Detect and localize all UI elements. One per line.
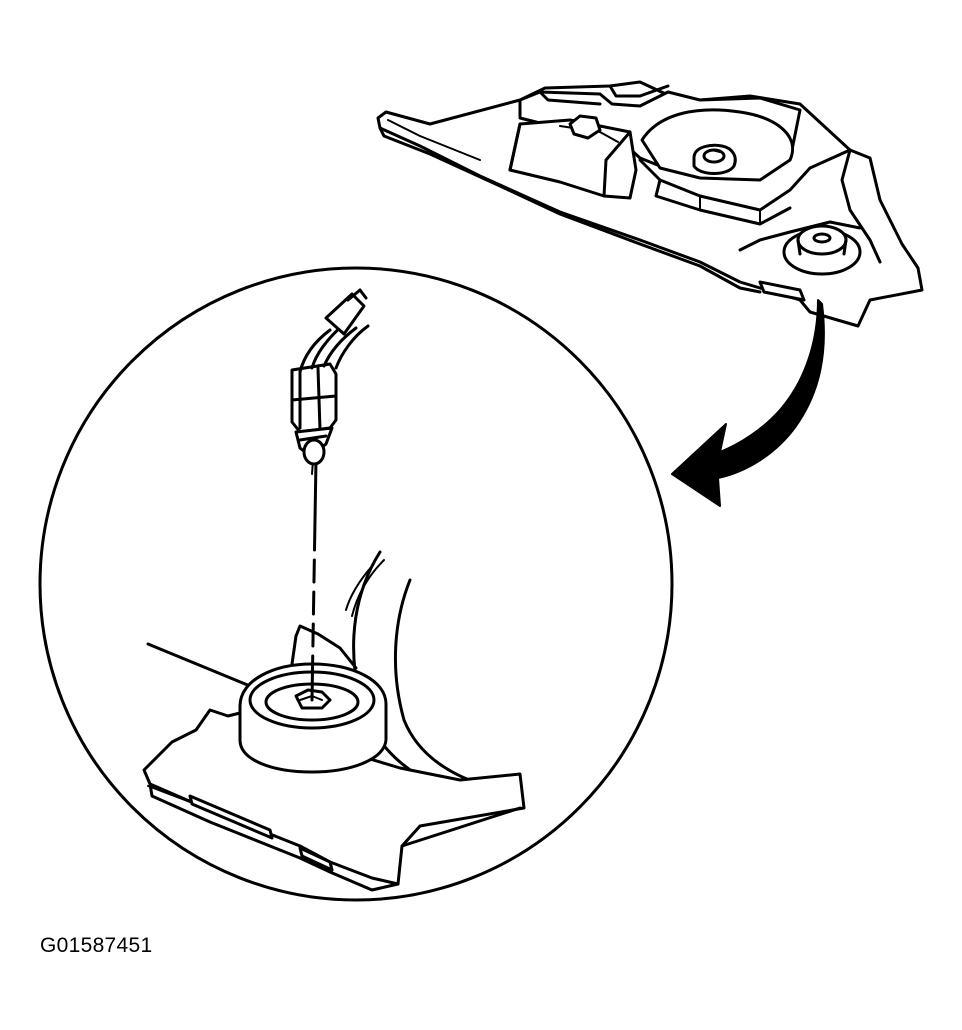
callout-arrow: [671, 299, 825, 507]
curved-surface-inner: [393, 578, 502, 792]
figure-id-label: G01587451: [40, 934, 153, 957]
alignment-line: [310, 458, 318, 702]
sensor-wires: [298, 328, 332, 374]
top-clip: [568, 114, 602, 140]
base-edge-line: [146, 642, 252, 688]
mount-slot-right: [298, 846, 334, 872]
wire-sleeve: [324, 292, 366, 336]
detail-view: [38, 266, 674, 902]
mount-slot-left: [188, 794, 274, 840]
plate-slot: [758, 280, 806, 302]
bracket-plate-edge: [378, 126, 762, 294]
bracket-assembly: [376, 80, 924, 328]
